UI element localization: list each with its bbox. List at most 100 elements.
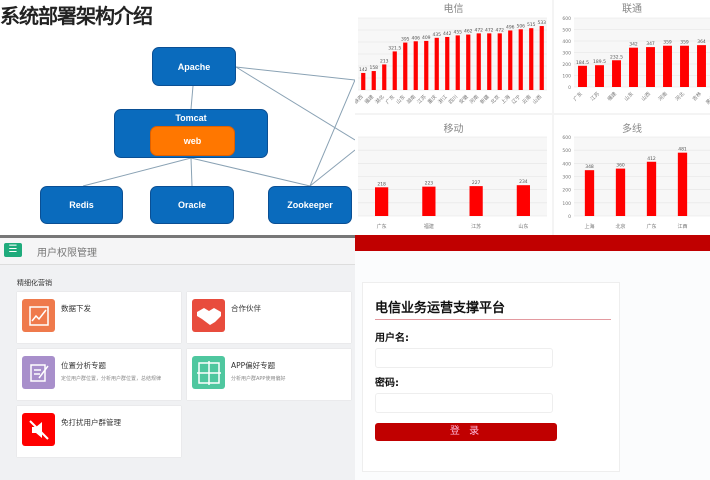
- red-header-bar: [355, 235, 710, 251]
- bar: [529, 28, 534, 90]
- x-tick-label: 湖北: [374, 93, 386, 105]
- data-label: 227: [472, 180, 481, 186]
- card-do-not-disturb[interactable]: 免打扰用户群管理: [17, 406, 181, 457]
- bar: [518, 29, 523, 91]
- card-data-dispatch[interactable]: 数据下发: [17, 292, 181, 343]
- data-label: 184.5: [576, 60, 589, 66]
- bar: [595, 65, 604, 87]
- data-label: 506: [516, 23, 525, 29]
- data-label: 395: [401, 37, 410, 43]
- data-label: 472: [495, 27, 504, 33]
- data-label: 360: [616, 163, 625, 169]
- data-label: 347: [646, 41, 655, 47]
- chart-title: 移动: [443, 124, 464, 135]
- data-label: 462: [464, 29, 473, 35]
- x-tick-label: 广东: [646, 223, 656, 230]
- x-tick-label: 广东: [377, 223, 387, 230]
- tomcat-label: Tomcat: [175, 113, 207, 123]
- x-tick-label: 四川: [448, 94, 459, 105]
- card-title: 免打扰用户群管理: [61, 418, 121, 427]
- grid-icon: [192, 356, 225, 389]
- diagram-connectors: [82, 66, 355, 187]
- x-tick-label: 浙江: [437, 93, 449, 105]
- y-tick-label: 400: [562, 39, 571, 45]
- x-tick-label: 安徽: [458, 93, 470, 105]
- data-label: 409: [422, 35, 431, 41]
- data-label: 232.5: [610, 54, 623, 60]
- x-tick-label: 湖南: [405, 93, 417, 105]
- x-tick-label: 北京: [489, 93, 501, 105]
- data-label: 158: [369, 65, 378, 71]
- bar: [476, 33, 481, 90]
- x-tick-label: 陕西: [355, 93, 365, 105]
- hamburger-icon[interactable]: ☰: [4, 243, 22, 257]
- username-input[interactable]: [375, 348, 553, 368]
- card-location-analysis[interactable]: 位置分析专题 定位用户群位置，分析用户群位置，总结规律: [17, 349, 181, 400]
- y-tick-label: 500: [562, 28, 571, 34]
- zookeeper-label: Zookeeper: [287, 200, 333, 210]
- bar: [487, 33, 492, 90]
- bar: [382, 64, 387, 90]
- x-tick-label: 江苏: [416, 93, 428, 105]
- data-label: 218: [377, 181, 386, 187]
- data-label: 364: [697, 39, 706, 45]
- data-label: 342: [629, 42, 638, 48]
- data-label: 142: [359, 67, 368, 73]
- y-tick-label: 500: [562, 148, 571, 154]
- card-description: 分析用户群APP使用偏好: [231, 376, 286, 382]
- data-label: 472: [485, 27, 494, 33]
- x-tick-label: 上海: [500, 93, 512, 105]
- diagram-title: 系统部署架构介绍: [0, 4, 153, 28]
- web-node: web: [150, 126, 235, 156]
- card-title: 位置分析专题: [61, 361, 106, 370]
- bar: [646, 161, 657, 216]
- data-label: 213: [380, 58, 389, 64]
- oracle-node: Oracle: [150, 186, 234, 224]
- mute-icon: [22, 413, 55, 446]
- data-label: 435: [432, 32, 441, 38]
- bar: [646, 47, 655, 87]
- bar: [413, 41, 418, 90]
- header-title: 用户权限管理: [37, 248, 97, 259]
- bar: [697, 45, 706, 87]
- x-tick-label: 广东: [384, 93, 396, 105]
- connector-tomcat-oracle: [190, 157, 193, 187]
- chart-title: 多线: [622, 124, 642, 135]
- chart-icon: [22, 299, 55, 332]
- card-title: 合作伙伴: [231, 304, 261, 313]
- data-label: 359: [663, 40, 672, 46]
- bar: [455, 35, 460, 90]
- y-tick-label: 600: [562, 16, 571, 22]
- x-tick-label: 江西: [677, 223, 687, 230]
- bar: [361, 72, 366, 90]
- data-label: 481: [678, 147, 687, 153]
- bar: [392, 51, 397, 90]
- web-label: web: [183, 136, 202, 146]
- card-partners[interactable]: 合作伙伴: [187, 292, 351, 343]
- x-tick-label: 福建: [606, 90, 618, 102]
- bar: [466, 34, 471, 90]
- top-header: ☰ 用户权限管理: [0, 238, 355, 265]
- data-label: 359: [680, 40, 689, 46]
- login-button[interactable]: 登 录: [375, 423, 557, 441]
- card-app-preference[interactable]: APP偏好专题 分析用户群APP使用偏好: [187, 349, 351, 400]
- handshake-icon: [192, 299, 225, 332]
- login-page: 电信业务运营支撑平台 用户名: 密码: 登 录: [355, 251, 710, 480]
- login-form: 电信业务运营支撑平台 用户名: 密码: 登 录: [362, 282, 620, 472]
- data-label: 234: [519, 179, 528, 185]
- x-tick-label: 上海: [584, 223, 594, 230]
- bar: [629, 47, 638, 87]
- bar: [375, 187, 389, 216]
- data-label: 515: [527, 22, 536, 28]
- bar: [434, 37, 439, 90]
- data-label: 472: [474, 27, 483, 33]
- connector-tomcat-redis: [82, 157, 192, 187]
- password-input[interactable]: [375, 393, 553, 413]
- apache-node: Apache: [152, 47, 236, 86]
- connector-tomcat-zookeeper: [190, 157, 311, 187]
